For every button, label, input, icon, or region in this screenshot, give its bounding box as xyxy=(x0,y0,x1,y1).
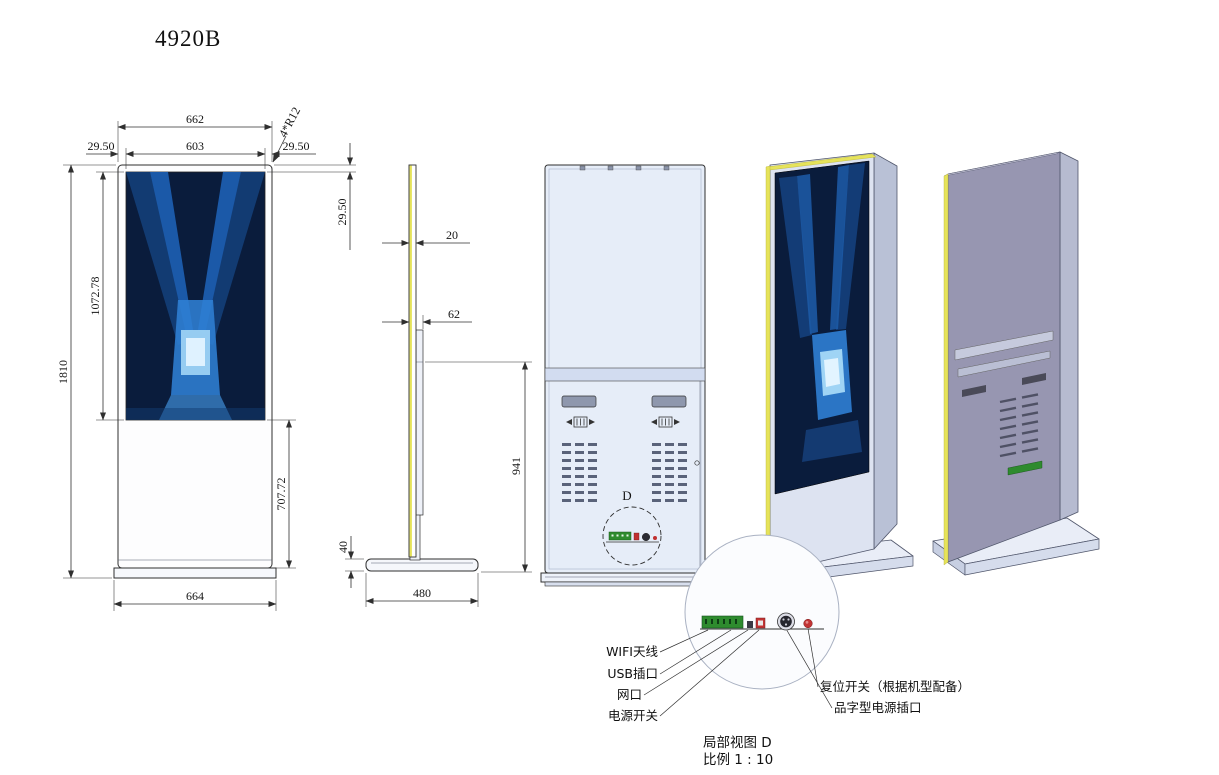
iso-back-rail-upper xyxy=(954,330,1054,361)
side-rear-box xyxy=(415,329,424,516)
dim-side-base-height: 40 xyxy=(336,541,350,553)
iso-back-yellow-edge xyxy=(943,173,949,566)
iso-back-handle-left xyxy=(962,385,986,397)
back-base xyxy=(540,572,710,583)
back-view: D xyxy=(540,164,710,587)
iso-front-view xyxy=(752,152,914,585)
iso-back-rail-lower xyxy=(957,350,1051,378)
iso-front-side-panel xyxy=(873,152,898,550)
dim-front-total-width: 662 xyxy=(186,112,204,126)
dim-front-screen-width: 603 xyxy=(186,139,204,153)
iso-front-yellow-edge xyxy=(765,165,771,577)
side-view: 20 62 941 40 480 xyxy=(336,164,532,607)
side-panel-yellow-edge xyxy=(409,165,412,557)
detail-caption-title: 局部视图 D xyxy=(703,735,772,751)
iso-back-side-panel xyxy=(1059,151,1079,521)
label-power-inlet: 品字型电源插口 xyxy=(834,700,922,715)
dim-side-body-thickness: 62 xyxy=(448,307,460,321)
reset-button-shape xyxy=(803,618,813,629)
back-detail-marker-label: D xyxy=(622,488,631,503)
detail-ports xyxy=(701,612,813,631)
label-usb-port: USB插口 xyxy=(607,666,658,681)
dim-front-base-width: 664 xyxy=(186,589,204,603)
dim-front-screen-height: 1072.78 xyxy=(88,277,102,316)
drawing-title: 4920B xyxy=(155,26,221,51)
back-handle-right xyxy=(651,395,687,408)
detail-circle xyxy=(684,534,840,690)
detail-caption-scale: 比例 1 : 10 xyxy=(703,752,773,768)
back-mid-band xyxy=(544,367,706,382)
back-detail-circle xyxy=(602,506,662,566)
side-panel xyxy=(408,164,417,558)
dim-side-panel-thickness: 20 xyxy=(446,228,458,242)
iso-front-screen xyxy=(774,160,870,495)
iso-back-handle-right xyxy=(1022,373,1046,385)
front-view: 662 603 29.50 29.50 29.50 1810 1072.78 7… xyxy=(56,105,356,611)
front-base xyxy=(113,567,277,579)
detail-leader-lines xyxy=(643,628,833,717)
front-screen xyxy=(125,171,266,421)
detail-view: WIFI天线 USB插口 网口 电源开关 复位开关（根据机型配备） 品字型电源插… xyxy=(606,534,970,768)
iso-back-terminal-strip xyxy=(1007,460,1043,476)
dim-front-margin-top: 29.50 xyxy=(335,199,349,226)
back-lock xyxy=(694,460,700,466)
dim-front-margin-left: 29.50 xyxy=(88,139,115,153)
dim-front-total-height: 1810 xyxy=(56,360,70,384)
label-reset-switch: 复位开关（根据机型配备） xyxy=(820,679,970,694)
dim-front-margin-right: 29.50 xyxy=(283,139,310,153)
dim-side-stand-height: 941 xyxy=(509,457,523,475)
iso-back-base-front xyxy=(964,538,1100,576)
lan-port-shape xyxy=(747,621,753,628)
dim-side-base-depth: 480 xyxy=(413,586,431,600)
side-base xyxy=(365,558,479,572)
dim-front-lower-height: 707.72 xyxy=(274,478,288,511)
label-power-switch: 电源开关 xyxy=(608,708,658,723)
iso-back-view xyxy=(932,151,1100,576)
label-wifi-antenna: WIFI天线 xyxy=(606,644,658,659)
label-lan-port: 网口 xyxy=(617,687,642,702)
back-handle-left xyxy=(561,395,597,408)
